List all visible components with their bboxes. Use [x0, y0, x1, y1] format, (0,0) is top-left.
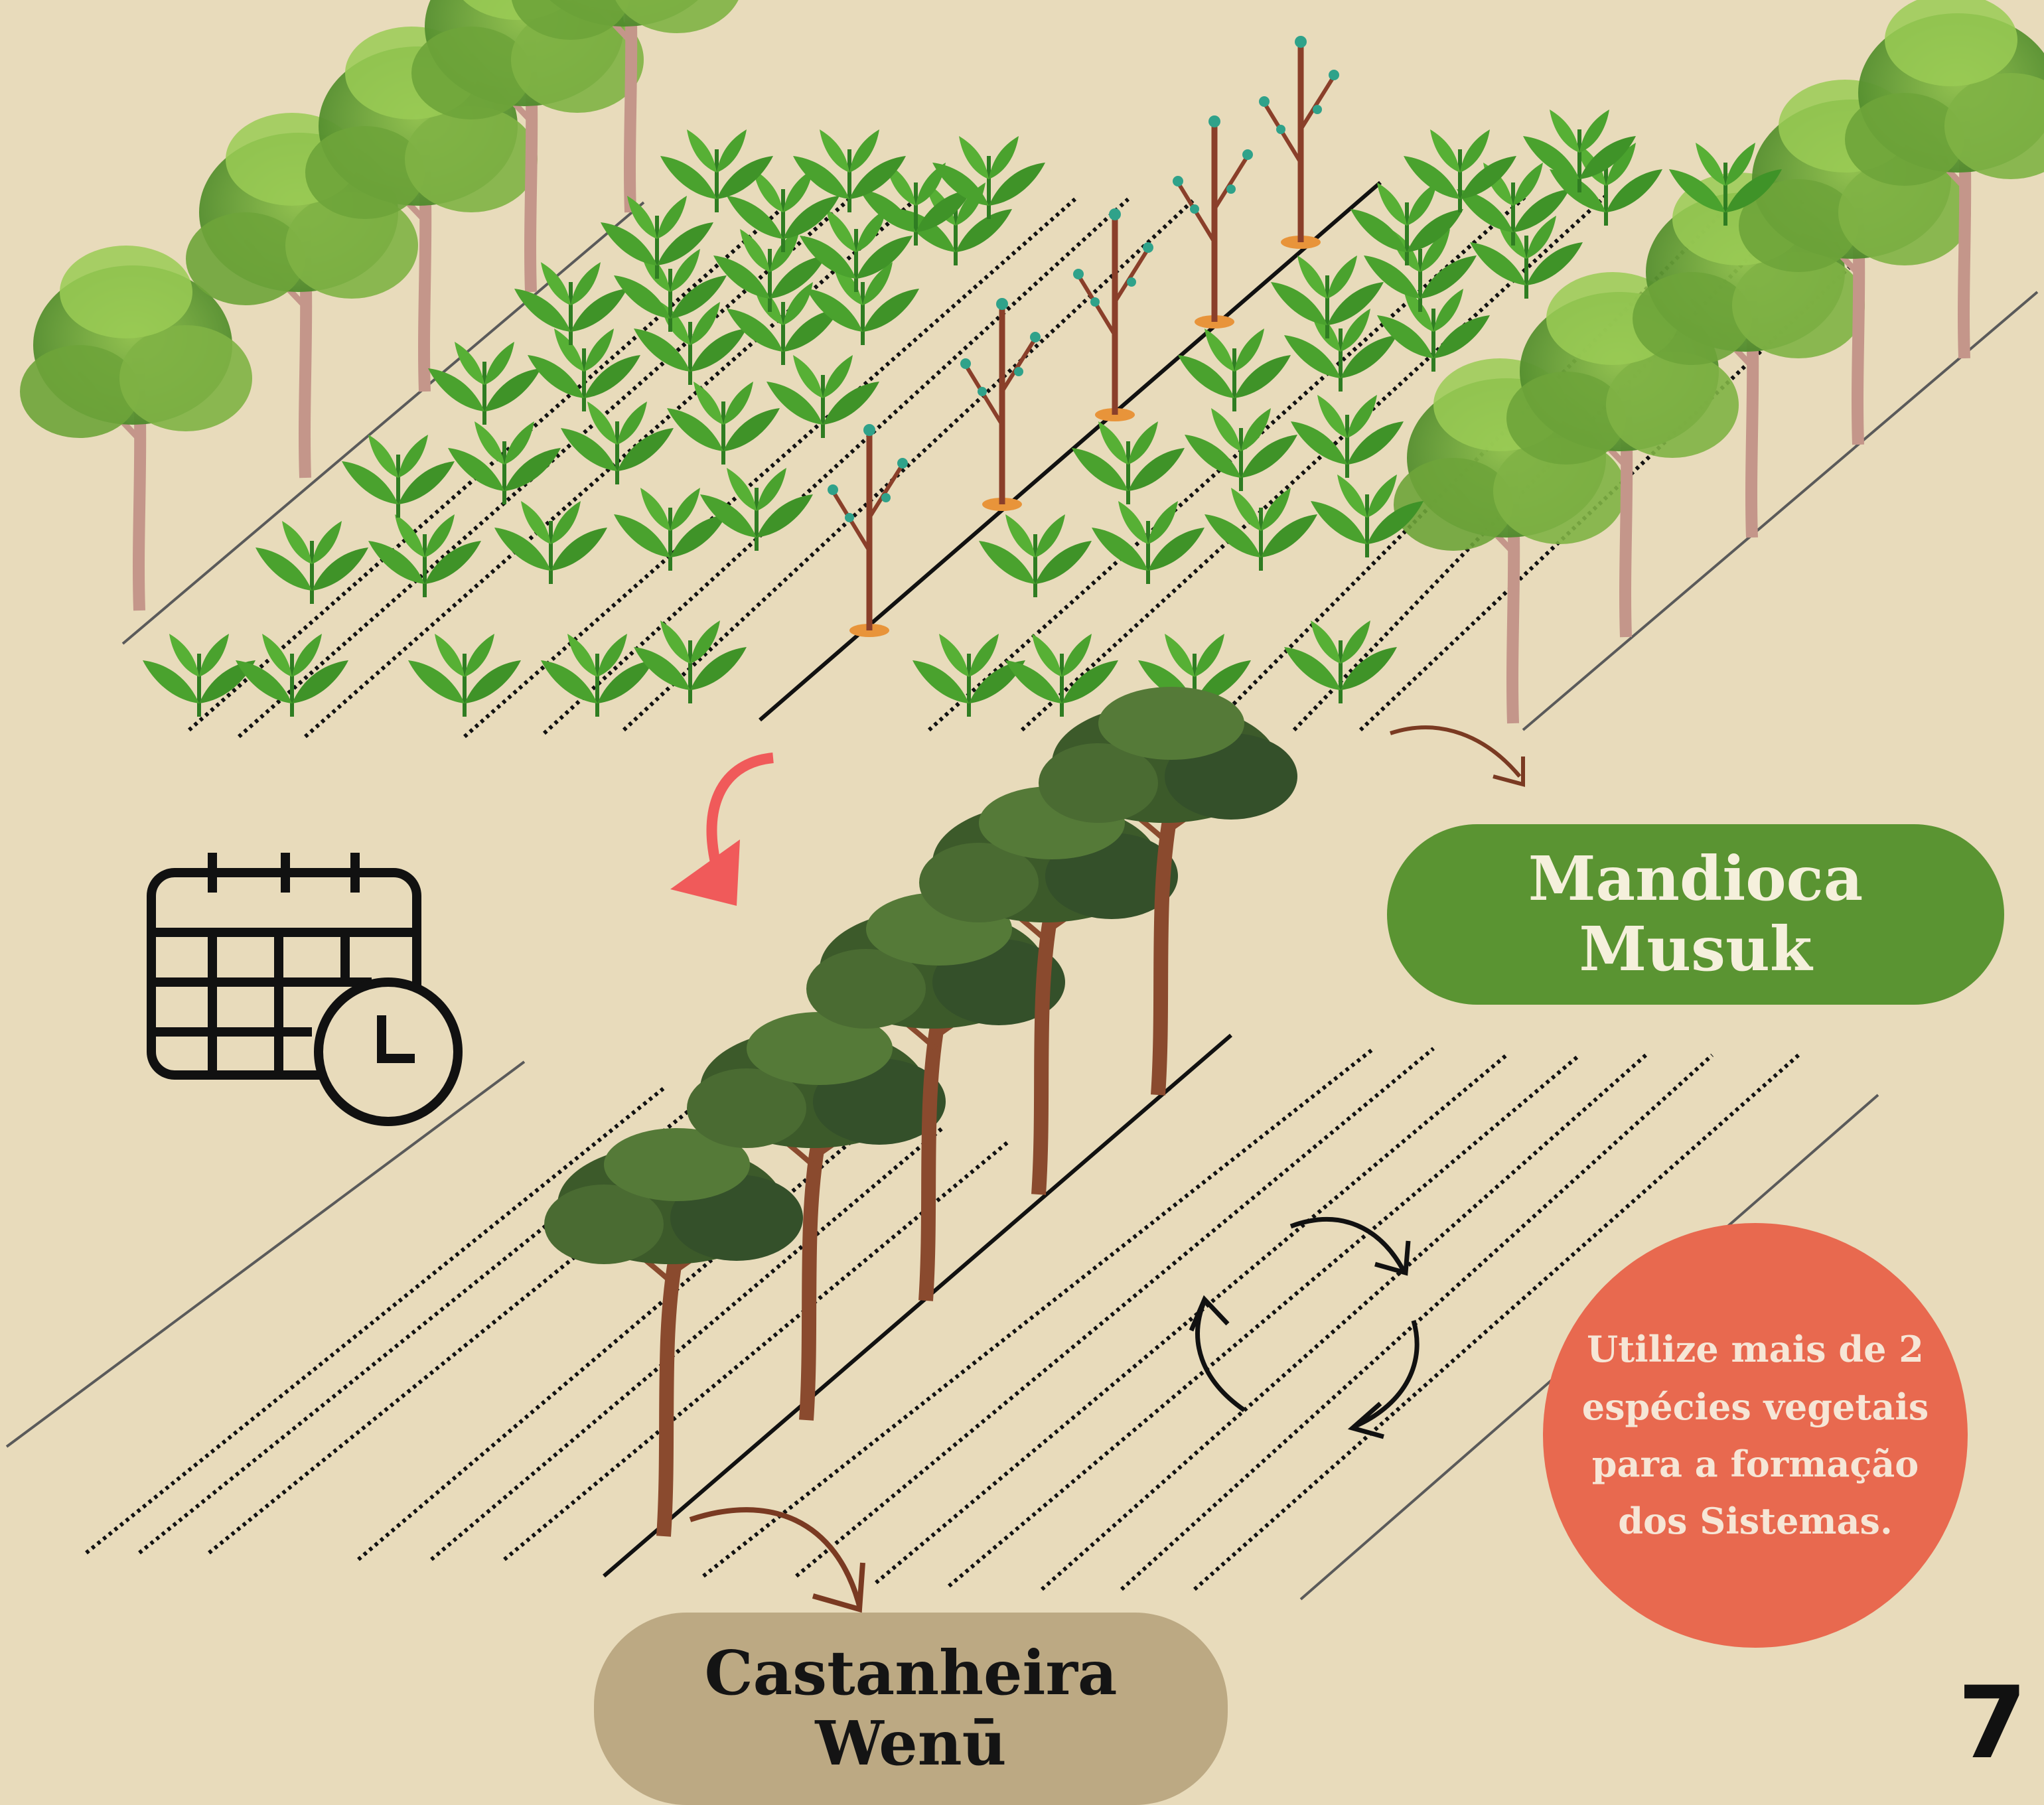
curved-arrow-down-icon [670, 758, 773, 906]
castanheira-label: Castanheira Wenū [594, 1613, 1228, 1805]
brown-arrow-castanheira-icon [690, 1510, 863, 1609]
castanheira-label-line1: Castanheira [704, 1638, 1117, 1709]
cycle-arrows-icon [1191, 1220, 1417, 1437]
mandioca-label-line1: Mandioca [1528, 844, 1863, 914]
calendar-clock-icon [151, 853, 458, 1121]
upper-field [20, 0, 2044, 737]
tip-circle: Utilize mais de 2 espécies vegetais para… [1543, 1223, 1968, 1648]
page-number: 7 [1958, 1666, 2027, 1781]
mandioca-label-line2: Musuk [1579, 914, 1812, 985]
tip-text: Utilize mais de 2 espécies vegetais para… [1570, 1321, 1941, 1550]
brown-arrow-mandioca-icon [1390, 727, 1523, 784]
mandioca-label: Mandioca Musuk [1387, 824, 2004, 1005]
castanheira-label-line2: Wenū [815, 1709, 1006, 1779]
